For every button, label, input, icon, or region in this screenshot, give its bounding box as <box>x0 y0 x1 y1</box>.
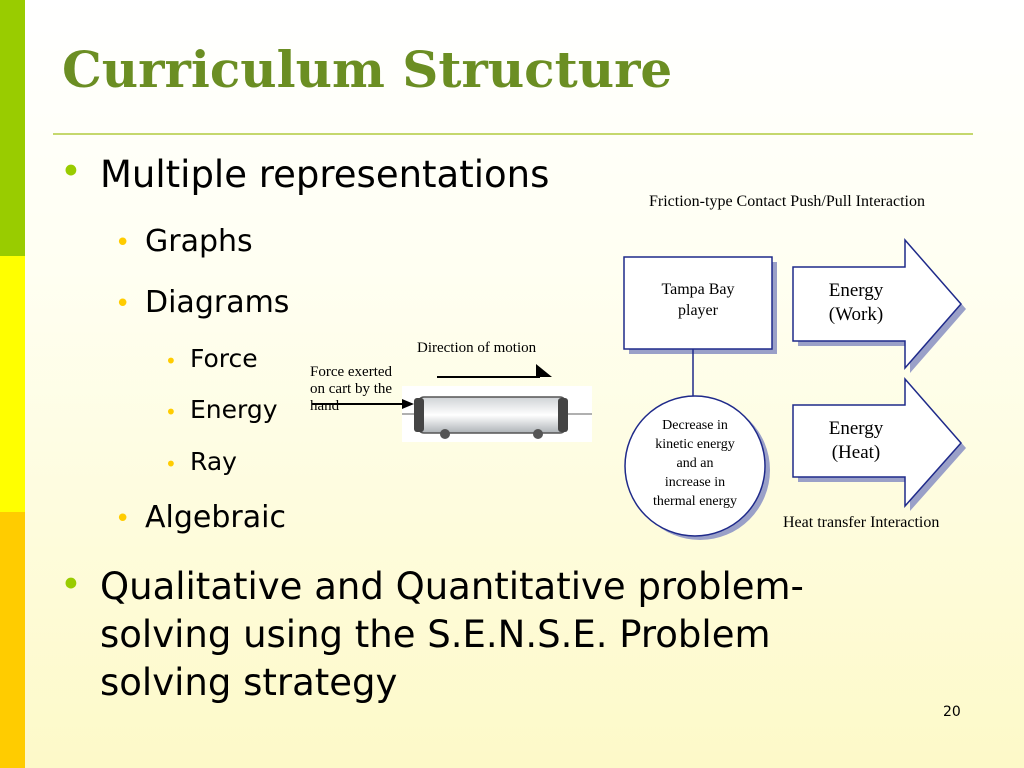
title-divider <box>53 133 973 135</box>
cart <box>417 396 567 434</box>
cart-end-right <box>558 398 568 432</box>
bullet-energy: Energy <box>190 395 278 424</box>
bullet-algebraic: Algebraic <box>145 500 286 535</box>
direction-arrow-head <box>536 364 552 377</box>
bullet-dot: • <box>115 504 131 534</box>
bullet-problem-solving-line3: solving strategy <box>100 661 398 704</box>
direction-of-motion-label: Direction of motion <box>417 340 537 356</box>
energy-heat-line2: (Heat) <box>831 442 881 463</box>
player-label-line1: Tampa Bay <box>661 281 735 298</box>
slide-title: Curriculum Structure <box>62 40 673 99</box>
bullet-graphs: Graphs <box>145 224 253 259</box>
bullet-problem-solving-line2: solving using the S.E.N.S.E. Problem <box>100 613 771 656</box>
bullet-dot: • <box>60 563 82 606</box>
thermal-line4: increase in <box>664 475 726 490</box>
player-label: Tampa Bay player <box>624 279 772 321</box>
heat-transfer-label: Heat transfer Interaction <box>783 514 940 531</box>
sidebar-stripe-yellow <box>0 256 25 512</box>
bullet-dot: • <box>60 150 82 193</box>
bullet-dot: • <box>115 289 131 319</box>
force-exerted-label: Force exerted on cart by the hand <box>310 364 392 415</box>
page-number: 20 <box>943 704 961 720</box>
heat-arrow <box>792 377 962 508</box>
thermal-circle <box>624 395 766 537</box>
thermal-line3: and an <box>676 456 714 471</box>
player-box <box>623 256 773 350</box>
energy-heat-label: Energy (Heat) <box>793 417 919 465</box>
bullet-dot: • <box>165 349 177 373</box>
thermal-line5: thermal energy <box>652 494 738 509</box>
work-arrow <box>792 238 962 370</box>
bullet-problem-solving-line1: Qualitative and Quantitative problem- <box>100 565 804 608</box>
force-label-line2: on cart by the <box>310 381 393 397</box>
bullet-dot: • <box>165 452 177 476</box>
cart-wheel-left <box>440 429 450 439</box>
energy-work-line2: (Work) <box>828 304 884 325</box>
energy-heat-line1: Energy <box>828 418 884 439</box>
bullet-diagrams: Diagrams <box>145 285 290 320</box>
bullet-dot: • <box>115 228 131 258</box>
bullet-multiple-representations: Multiple representations <box>100 153 550 196</box>
cart-end-left <box>414 398 424 432</box>
energy-work-line1: Energy <box>828 280 884 301</box>
force-label-line3: hand <box>310 398 340 414</box>
energy-work-label: Energy (Work) <box>793 279 919 327</box>
cart-wheel-right <box>533 429 543 439</box>
thermal-line2: kinetic energy <box>655 437 735 452</box>
force-label-line1: Force exerted <box>310 364 393 380</box>
bullet-dot: • <box>165 400 177 424</box>
sidebar-stripe-gold <box>0 512 25 768</box>
contact-interaction-label: Friction-type Contact Push/Pull Interact… <box>649 193 925 210</box>
thermal-energy-label: Decrease in kinetic energy and an increa… <box>630 416 760 511</box>
force-arrow-head <box>402 399 414 409</box>
player-label-line2: player <box>678 302 718 319</box>
sidebar-stripe-green <box>0 0 25 256</box>
thermal-line1: Decrease in <box>662 418 728 433</box>
bullet-ray: Ray <box>190 447 237 476</box>
bullet-force: Force <box>190 344 258 373</box>
